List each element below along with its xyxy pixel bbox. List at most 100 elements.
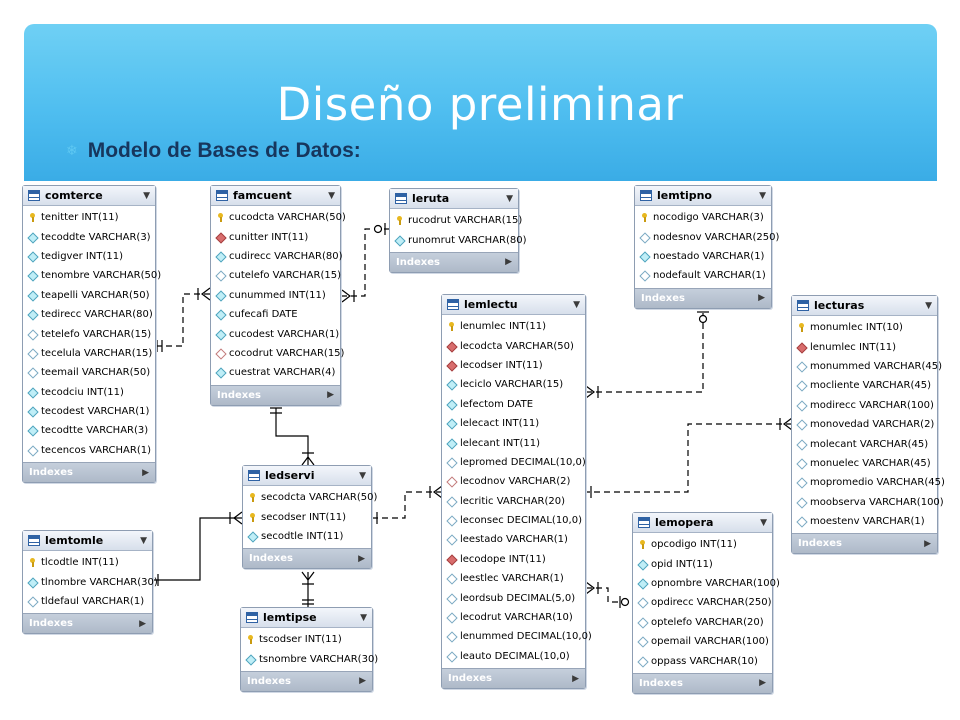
indexes-footer[interactable]: Indexes▶: [23, 462, 155, 483]
column-row[interactable]: lecodcta VARCHAR(50): [442, 336, 585, 355]
column-row[interactable]: cunummed INT(11): [211, 286, 340, 305]
column-row[interactable]: runomrut VARCHAR(80): [390, 230, 527, 249]
column-row[interactable]: nocodigo VARCHAR(3): [635, 208, 771, 227]
expand-arrow-icon[interactable]: ▶: [572, 673, 579, 684]
column-row[interactable]: nodefault VARCHAR(1): [635, 266, 771, 285]
column-row[interactable]: cufecafi DATE: [211, 305, 340, 324]
table-header[interactable]: comterce▼: [23, 186, 155, 206]
column-row[interactable]: lenummed DECIMAL(10,0): [442, 627, 592, 646]
indexes-footer[interactable]: Indexes▶: [23, 613, 152, 634]
table-leruta[interactable]: leruta▼ rucodrut VARCHAR(15)runomrut VARC…: [389, 188, 527, 273]
column-row[interactable]: lepromed DECIMAL(10,0): [442, 453, 586, 472]
expand-arrow-icon[interactable]: ▶: [924, 538, 931, 549]
table-lemopera[interactable]: lemopera▼opcodigo INT(11)opid INT(11)opn…: [632, 512, 780, 694]
column-row[interactable]: tlnombre VARCHAR(30): [23, 572, 158, 591]
collapse-arrow-icon[interactable]: ▼: [328, 190, 335, 201]
column-row[interactable]: teapelli VARCHAR(50): [23, 286, 155, 305]
column-row[interactable]: mopromedio VARCHAR(45): [792, 473, 945, 492]
column-row[interactable]: monuelec VARCHAR(45): [792, 454, 937, 473]
collapse-arrow-icon[interactable]: ▼: [759, 190, 766, 201]
table-lemtipno[interactable]: lemtipno▼ nocodigo VARCHAR(3)nodesnov VAR…: [634, 185, 779, 309]
collapse-arrow-icon[interactable]: ▼: [506, 193, 513, 204]
column-row[interactable]: opcodigo INT(11): [633, 535, 772, 554]
column-row[interactable]: mocliente VARCHAR(45): [792, 376, 937, 395]
column-row[interactable]: monumlec INT(10): [792, 318, 937, 337]
column-row[interactable]: tscodser INT(11): [241, 630, 372, 649]
table-header[interactable]: lecturas▼: [792, 296, 937, 316]
column-row[interactable]: tecodciu INT(11): [23, 383, 155, 402]
column-row[interactable]: cutelefo VARCHAR(15): [211, 266, 341, 285]
indexes-footer[interactable]: Indexes▶: [211, 384, 340, 405]
column-row[interactable]: lelecant INT(11): [442, 433, 585, 452]
table-header[interactable]: famcuent▼: [211, 186, 340, 206]
table-comterce[interactable]: comterce▼ tenitter INT(11)tecoddte VARCHA…: [22, 185, 161, 484]
column-row[interactable]: monovedad VARCHAR(2): [792, 415, 937, 434]
column-row[interactable]: tldefaul VARCHAR(1): [23, 592, 152, 611]
collapse-arrow-icon[interactable]: ▼: [925, 300, 932, 311]
collapse-arrow-icon[interactable]: ▼: [140, 535, 147, 546]
indexes-footer[interactable]: Indexes▶: [390, 251, 518, 272]
table-lemlectu[interactable]: lemlectu▼ lenumlec INT(11)lecodcta VARCHA…: [441, 294, 592, 690]
table-header[interactable]: lemlectu▼: [442, 295, 585, 315]
column-row[interactable]: tecencos VARCHAR(1): [23, 441, 155, 460]
collapse-arrow-icon[interactable]: ▼: [360, 612, 367, 623]
table-ledservi[interactable]: ledservi▼secodcta VARCHAR(50)secodser IN…: [242, 465, 377, 570]
column-row[interactable]: cucodcta VARCHAR(50): [211, 208, 346, 227]
indexes-footer[interactable]: Indexes▶: [633, 672, 772, 693]
column-row[interactable]: moobserva VARCHAR(100): [792, 493, 944, 512]
column-row[interactable]: lecodser INT(11): [442, 356, 585, 375]
column-row[interactable]: leauto DECIMAL(10,0): [442, 647, 585, 666]
indexes-footer[interactable]: Indexes▶: [241, 670, 372, 691]
column-row[interactable]: noestado VARCHAR(1): [635, 247, 771, 266]
indexes-footer[interactable]: Indexes▶: [243, 548, 371, 569]
expand-arrow-icon[interactable]: ▶: [758, 293, 765, 304]
expand-arrow-icon[interactable]: ▶: [327, 390, 334, 401]
column-row[interactable]: tedirecc VARCHAR(80): [23, 305, 155, 324]
column-row[interactable]: lecodnov VARCHAR(2): [442, 472, 585, 491]
expand-arrow-icon[interactable]: ▶: [358, 553, 365, 564]
table-header[interactable]: leruta▼: [390, 189, 518, 209]
expand-arrow-icon[interactable]: ▶: [359, 676, 366, 687]
table-lecturas[interactable]: lecturas▼ monumlec INT(10)lenumlec INT(11…: [791, 295, 945, 555]
column-row[interactable]: opemail VARCHAR(100): [633, 632, 772, 651]
column-row[interactable]: nodesnov VARCHAR(250): [635, 227, 779, 246]
column-row[interactable]: lenumlec INT(11): [442, 317, 585, 336]
column-row[interactable]: modirecc VARCHAR(100): [792, 396, 937, 415]
column-row[interactable]: leciclo VARCHAR(15): [442, 375, 585, 394]
table-header[interactable]: lemtomle▼: [23, 531, 152, 551]
table-header[interactable]: lemopera▼: [633, 513, 772, 533]
column-row[interactable]: opid INT(11): [633, 554, 772, 573]
column-row[interactable]: cudirecc VARCHAR(80): [211, 247, 343, 266]
column-row[interactable]: lecodrut VARCHAR(10): [442, 608, 585, 627]
collapse-arrow-icon[interactable]: ▼: [573, 299, 580, 310]
column-row[interactable]: opdirecc VARCHAR(250): [633, 593, 772, 612]
table-header[interactable]: ledservi▼: [243, 466, 371, 486]
column-row[interactable]: tenitter INT(11): [23, 208, 155, 227]
column-row[interactable]: lefectom DATE: [442, 395, 585, 414]
column-row[interactable]: cucodest VARCHAR(1): [211, 324, 340, 343]
table-header[interactable]: lemtipse▼: [241, 608, 372, 628]
column-row[interactable]: cocodrut VARCHAR(15): [211, 344, 344, 363]
table-famcuent[interactable]: famcuent▼ cucodcta VARCHAR(50)cunitter IN…: [210, 185, 346, 406]
column-row[interactable]: tecoddte VARCHAR(3): [23, 227, 155, 246]
column-row[interactable]: tedigver INT(11): [23, 247, 155, 266]
table-header[interactable]: lemtipno▼: [635, 186, 771, 206]
column-row[interactable]: cunitter INT(11): [211, 227, 340, 246]
expand-arrow-icon[interactable]: ▶: [139, 618, 146, 629]
collapse-arrow-icon[interactable]: ▼: [760, 517, 767, 528]
expand-arrow-icon[interactable]: ▶: [142, 467, 149, 478]
indexes-footer[interactable]: Indexes▶: [792, 533, 937, 554]
column-row[interactable]: leestlec VARCHAR(1): [442, 569, 585, 588]
column-row[interactable]: tenombre VARCHAR(50): [23, 266, 161, 285]
column-row[interactable]: lenumlec INT(11): [792, 337, 937, 356]
column-row[interactable]: rucodrut VARCHAR(15): [390, 211, 522, 230]
indexes-footer[interactable]: Indexes▶: [635, 287, 771, 308]
column-row[interactable]: leconsec DECIMAL(10,0): [442, 511, 585, 530]
column-row[interactable]: molecant VARCHAR(45): [792, 434, 937, 453]
column-row[interactable]: tsnombre VARCHAR(30): [241, 649, 378, 668]
table-lemtomle[interactable]: lemtomle▼tlcodtle INT(11)tlnombre VARCHA…: [22, 530, 158, 635]
column-row[interactable]: lecodope INT(11): [442, 550, 585, 569]
column-row[interactable]: tecodtte VARCHAR(3): [23, 421, 155, 440]
column-row[interactable]: tetelefo VARCHAR(15): [23, 324, 155, 343]
collapse-arrow-icon[interactable]: ▼: [143, 190, 150, 201]
